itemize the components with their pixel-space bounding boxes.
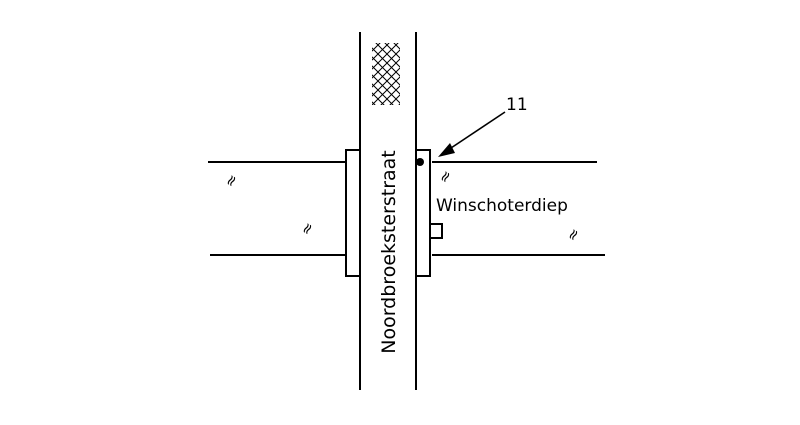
water-icon: ≈ — [434, 167, 456, 187]
water-icon: ≈ — [220, 171, 242, 191]
location-marker-dot — [416, 158, 424, 166]
canal-name-label: Winschoterdiep — [436, 196, 568, 216]
bridge-abutment-east — [415, 149, 431, 277]
hatched-area — [372, 43, 400, 105]
street-name-label: Noordbroeksterstraat — [378, 150, 400, 354]
street-edges — [359, 32, 417, 390]
location-pointer-arrow-head — [438, 143, 455, 157]
canal-banks — [208, 161, 605, 256]
water-icon: ≈ — [562, 225, 584, 245]
bridge-abutment-west — [345, 149, 361, 277]
location-pointer-arrow-shaft — [447, 111, 506, 151]
water-icon: ≈ — [296, 219, 318, 239]
small-structure — [430, 223, 443, 239]
location-number-label: 11 — [506, 95, 528, 115]
